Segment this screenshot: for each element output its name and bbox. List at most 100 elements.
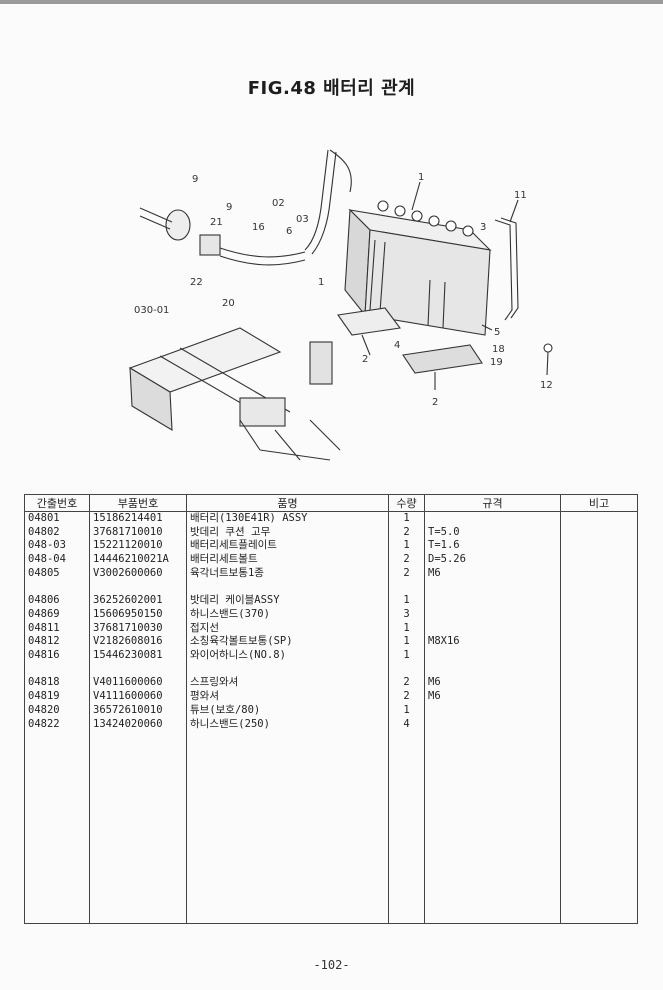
spec-cell (424, 594, 561, 608)
name-cell: 하니스밴드(250) (186, 717, 389, 732)
header-note: 비고 (560, 494, 638, 512)
qty-cell: 4 (388, 717, 425, 732)
name-cell: 하니스밴드(370) (186, 607, 389, 622)
qty-cell: 1 (388, 594, 425, 608)
qty-cell: 2 (388, 553, 425, 567)
diagram-callout: 19 (490, 357, 503, 368)
qty-cell: 1 (388, 539, 425, 554)
part-no-cell: 13424020060 (89, 717, 187, 732)
qty-cell (388, 662, 425, 677)
note-cell (560, 566, 638, 581)
diagram-callout: 11 (514, 190, 527, 201)
header-spec: 규격 (424, 494, 561, 512)
table-header-row: 간출번호 부품번호 품명 수량 규격 비고 (24, 494, 638, 512)
spec-cell (424, 511, 561, 526)
part-no-cell: V4011600060 (89, 676, 187, 691)
diagram-callout: 3 (480, 222, 486, 233)
note-cell (560, 690, 638, 704)
note-cell (560, 607, 638, 622)
note-cell (560, 580, 638, 595)
name-cell: 접지선 (186, 621, 389, 636)
qty-cell: 1 (388, 649, 425, 663)
table-blank-area (24, 731, 638, 925)
diagram-callout: 20 (222, 298, 235, 309)
spec-cell: M6 (424, 690, 561, 704)
code-cell: 04805 (24, 566, 90, 581)
battery-drawing (344, 200, 492, 336)
spec-cell: T=1.6 (424, 539, 561, 554)
part-no-cell: 15221120010 (89, 539, 187, 554)
part-no-cell: 14446210021A (89, 553, 187, 567)
blank-cell (24, 731, 90, 925)
code-cell: 04822 (24, 717, 90, 732)
diagram-callout: 22 (190, 277, 203, 288)
code-cell (24, 580, 90, 595)
note-cell (560, 539, 638, 554)
name-cell: 평와셔 (186, 690, 389, 704)
name-cell: 육각너트보통1종 (186, 566, 389, 581)
spec-cell (424, 649, 561, 663)
spec-cell (424, 662, 561, 677)
code-cell: 04869 (24, 607, 90, 622)
spec-cell: M8X16 (424, 635, 561, 650)
part-no-cell: 36572610010 (89, 703, 187, 718)
diagram-callout: 6 (286, 226, 292, 237)
qty-cell: 1 (388, 703, 425, 718)
note-cell (560, 703, 638, 718)
code-cell: 04806 (24, 594, 90, 608)
name-cell: 튜브(보호/80) (186, 703, 389, 718)
note-cell (560, 649, 638, 663)
spec-cell (424, 621, 561, 636)
name-cell: 스프링와셔 (186, 676, 389, 691)
diagram-callout: 16 (252, 222, 265, 233)
part-no-cell: 37681710030 (89, 621, 187, 636)
code-cell: 04802 (24, 525, 90, 540)
diagram-callout: 2 (432, 397, 438, 408)
blank-cell (89, 731, 187, 925)
terminal-drawing (139, 207, 306, 266)
code-cell: 048-03 (24, 539, 90, 554)
note-cell (560, 553, 638, 567)
part-no-cell: 15186214401 (89, 511, 187, 526)
diagram-callout: 21 (210, 217, 223, 228)
diagram-callout: 12 (540, 380, 553, 391)
name-cell: 배터리세트볼트 (186, 553, 389, 567)
code-cell: 04812 (24, 635, 90, 650)
note-cell (560, 594, 638, 608)
diagram-callout: 03 (296, 214, 309, 225)
part-no-cell: 36252602001 (89, 594, 187, 608)
qty-cell: 2 (388, 566, 425, 581)
code-cell: 048-04 (24, 553, 90, 567)
diagram-callout: 030-01 (134, 305, 169, 316)
spec-cell (424, 607, 561, 622)
header-code: 간출번호 (24, 494, 90, 512)
scan-edge (0, 0, 663, 4)
qty-cell: 3 (388, 607, 425, 622)
code-cell: 04820 (24, 703, 90, 718)
note-cell (560, 525, 638, 540)
note-cell (560, 717, 638, 732)
diagram-callout: 9 (226, 202, 232, 213)
code-cell: 04819 (24, 690, 90, 704)
table-row (24, 580, 638, 595)
part-no-cell: 37681710010 (89, 525, 187, 540)
blank-cell (560, 731, 638, 925)
code-cell: 04811 (24, 621, 90, 636)
diagram-callout: 02 (272, 198, 285, 209)
note-cell (560, 621, 638, 636)
diagram-callout: 2 (362, 354, 368, 365)
name-cell: 배터리(130E41R) ASSY (186, 511, 389, 526)
